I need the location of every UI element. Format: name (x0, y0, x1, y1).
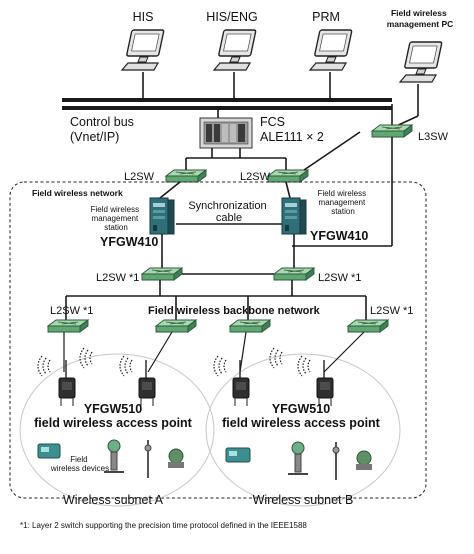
field-devices-a: Field wireless devices (37, 439, 184, 478)
his-eng-label: HIS/ENG (206, 10, 257, 24)
l2sw-star-subnet-left-label: L2SW *1 (50, 305, 93, 317)
his-eng-computer-icon (213, 29, 257, 71)
fcs-controller: FCS ALE111 × 2 (199, 108, 324, 149)
his-eng-station: HIS/ENG (206, 10, 258, 100)
mgmt-left-line2: management (92, 214, 139, 223)
l3sw-switch: L3SW (371, 124, 449, 143)
prm-computer-icon (309, 29, 353, 71)
ap-link-2 (147, 331, 173, 373)
field-wireless-pc-label-line2: management PC (387, 19, 454, 29)
access-point-left-model: YFGW510 (84, 402, 142, 416)
fcs-module-label: ALE111 × 2 (260, 130, 324, 144)
field-wireless-network-boundary (9, 181, 427, 499)
prm-label: PRM (312, 10, 340, 24)
l2sw-star-left-icon (141, 267, 183, 281)
field-wireless-pc-label: Field wireless management PC (387, 8, 454, 29)
mgmt-left-line1: Field wireless (91, 205, 139, 214)
mgmt-left-line3: station (104, 223, 128, 232)
l2sw-star-left-label: L2SW *1 (96, 272, 139, 284)
temperature-sensor-icon (144, 440, 152, 478)
flow-meter-icon (168, 448, 184, 468)
gateway-left-label: YFGW410 (100, 235, 158, 249)
mgmt-right-line1: Field wireless (318, 189, 366, 198)
fcs-slot-2 (214, 124, 220, 142)
field-devices-a-line1: Field (70, 455, 87, 464)
field-device-box-screen-b (229, 451, 237, 456)
l3sw-to-l2sw-right-line (303, 131, 361, 171)
subnet-a-area (19, 353, 215, 507)
temperature-sensor-icon (332, 442, 340, 480)
l2sw-star-right-label: L2SW *1 (318, 272, 361, 284)
mgmt-right-line2: management (319, 198, 366, 207)
access-point-b2-icon (316, 359, 334, 407)
footnote: *1: Layer 2 switch supporting the precis… (20, 521, 307, 530)
field-wireless-pc-label-line1: Field wireless (391, 8, 447, 18)
subnet-a-switch-left-icon (47, 319, 89, 333)
access-point-left-desc: field wireless access point (34, 416, 193, 430)
wireless-signal-icon (297, 355, 311, 377)
backbone-label: Field wireless backbone network (148, 305, 321, 317)
pressure-transmitter-icon (288, 441, 308, 475)
l3sw-label: L3SW (418, 131, 449, 143)
mgmt-right-line3: station (331, 207, 355, 216)
field-devices-a-line2: wireless devices (50, 464, 109, 473)
control-bus-label-line1: Control bus (70, 115, 134, 129)
fcs-slot-5 (238, 124, 245, 142)
l2sw-right-label: L2SW (240, 171, 271, 183)
fcs-slot-1 (206, 124, 212, 142)
access-point-right-model: YFGW510 (272, 402, 330, 416)
gateway-right-label: YFGW410 (310, 229, 368, 243)
field-device-box-screen (41, 447, 49, 452)
field-wireless-pc-icon (399, 41, 443, 83)
wireless-signal-icon (213, 355, 227, 377)
l2sw-right-to-gw (285, 181, 291, 199)
field-wireless-network-label: Field wireless network (32, 188, 123, 198)
wireless-signal-icon (119, 355, 133, 377)
flow-meter-icon (356, 450, 372, 470)
subnet-b-switch-right-icon (347, 319, 389, 333)
control-bus-label: Control bus (Vnet/IP) (70, 115, 137, 144)
access-point-a1-icon (58, 359, 76, 407)
fcs-slot-3 (222, 124, 228, 142)
his-computer-icon (121, 29, 165, 71)
sync-cable-label: Synchronization cable (188, 200, 269, 224)
field-wireless-pc-station: Field wireless management PC (387, 8, 454, 129)
subnet-b-switch-left-icon (229, 319, 271, 333)
subnet-a-label: Wireless subnet A (63, 493, 164, 507)
wireless-signal-icon (37, 355, 51, 377)
prm-station: PRM (309, 10, 353, 100)
field-devices-b (225, 441, 372, 480)
subnet-a-switch-right-icon (155, 319, 197, 333)
sync-cable-line1: Synchronization (188, 200, 266, 212)
pressure-transmitter-icon (104, 439, 124, 473)
l2sw-star-subnet-right-label: L2SW *1 (370, 305, 413, 317)
access-point-a2-icon (138, 359, 156, 407)
sync-cable-line2: cable (216, 212, 242, 224)
fcs-label: FCS (260, 115, 285, 129)
field-devices-a-label: Field wireless devices (50, 455, 109, 473)
control-bus-label-line2: (Vnet/IP) (70, 130, 119, 144)
mgmt-station-left-label: Field wireless management station (91, 205, 142, 232)
his-label: HIS (133, 10, 154, 24)
ap-link-3 (239, 331, 247, 373)
gateway-right-icon (281, 197, 307, 235)
his-station: HIS (121, 10, 165, 100)
subnet-b-label: Wireless subnet B (253, 493, 354, 507)
l2sw-star-right-icon (273, 267, 315, 281)
mgmt-station-right-label: Field wireless management station (318, 189, 369, 216)
l2sw-left-to-gw (159, 181, 181, 199)
l2sw-left-icon (165, 169, 207, 183)
l3sw-switch-icon (371, 124, 413, 138)
l2sw-left-label: L2SW (124, 171, 155, 183)
fcs-slot-4 (230, 124, 236, 142)
subnet-b-area (205, 353, 401, 507)
gateway-left-icon (149, 197, 175, 235)
l2sw-right-icon (267, 169, 309, 183)
access-point-right-desc: field wireless access point (222, 416, 381, 430)
ap-link-4 (323, 331, 365, 373)
